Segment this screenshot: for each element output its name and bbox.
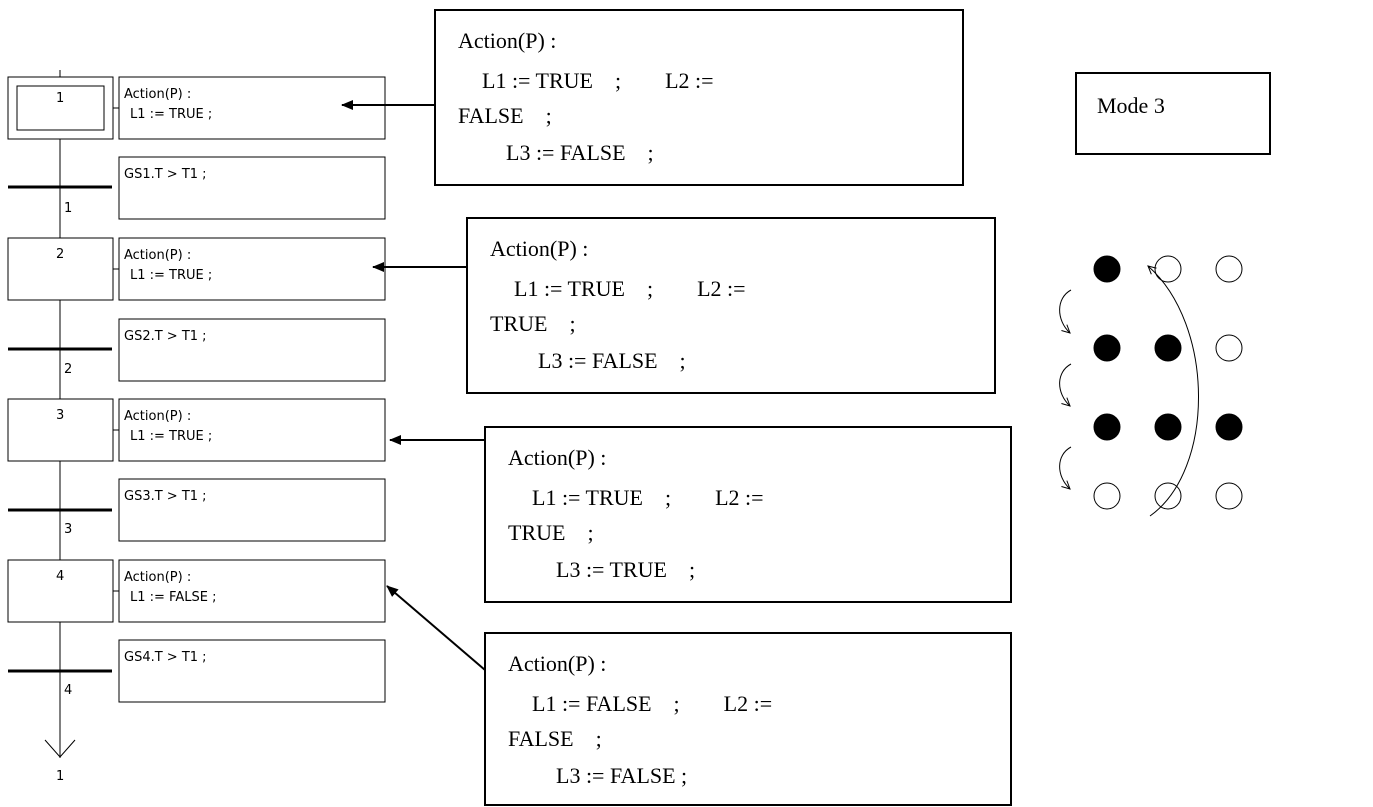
transition-2-condition-box <box>118 318 386 382</box>
transition-1-condition-box <box>118 156 386 220</box>
transition-3: 3 GS3.T > T1 ; <box>8 478 386 542</box>
callout-box <box>466 217 996 394</box>
curved-arrow-icon <box>1059 363 1072 406</box>
lamp-on-icon <box>1154 413 1182 441</box>
condition-text: GS1.T > T1 ; <box>124 167 207 182</box>
step-number: 2 <box>56 247 64 262</box>
step-4-frame <box>7 559 114 623</box>
callout-line: L3 := FALSE ; <box>506 140 654 165</box>
lamp-off-icon <box>1215 255 1243 283</box>
step-1: 1 Action(P) : L1 := TRUE ; <box>7 76 386 140</box>
lamp-off-icon <box>1154 482 1182 510</box>
mode-box: Mode 3 <box>1075 72 1271 155</box>
condition-text: GS2.T > T1 ; <box>124 329 207 344</box>
action-line: L1 := TRUE ; <box>130 107 212 122</box>
transition-number: 3 <box>64 522 72 537</box>
callout-line: TRUE ; <box>508 520 594 545</box>
action-line: Action(P) : <box>124 570 191 585</box>
transition-3-condition-box <box>118 478 386 542</box>
callout-box <box>484 426 1012 603</box>
loop-target-label: 1 <box>56 769 64 784</box>
callout-3: Action(P) : L1 := TRUE ; L2 := TRUE ; L3… <box>389 426 1012 603</box>
condition-text: GS4.T > T1 ; <box>124 650 207 665</box>
step-1-inner-frame <box>16 85 105 131</box>
lamp-grid <box>1093 255 1243 510</box>
callout-4: Action(P) : L1 := FALSE ; L2 := FALSE ; … <box>386 585 1012 806</box>
callout-line: Action(P) : <box>490 236 588 261</box>
callout-box <box>484 632 1012 806</box>
transition-number: 4 <box>64 683 72 698</box>
callout-box <box>434 9 964 186</box>
lamp-off-icon <box>1093 482 1121 510</box>
action-line: L1 := TRUE ; <box>130 268 212 283</box>
transition-number: 2 <box>64 362 72 377</box>
lamp-on-icon <box>1093 334 1121 362</box>
lamp-off-icon <box>1215 334 1243 362</box>
mode-frame <box>1075 72 1271 155</box>
callout-line: L3 := TRUE ; <box>556 557 695 582</box>
callout-arrow-icon <box>386 585 486 671</box>
callout-line: Action(P) : <box>508 651 606 676</box>
transition-4-condition-box <box>118 639 386 703</box>
lamp-off-icon <box>1154 255 1182 283</box>
step-number: 1 <box>56 91 64 106</box>
step-3-frame <box>7 398 114 462</box>
lamp-off-icon <box>1215 482 1243 510</box>
sequence-arrows <box>1059 266 1199 517</box>
lamp-on-icon <box>1093 413 1121 441</box>
action-line: Action(P) : <box>124 87 191 102</box>
step-number: 4 <box>56 569 64 584</box>
lamp-on-icon <box>1215 413 1243 441</box>
loop-arrow-icon <box>44 739 76 758</box>
action-line: L1 := FALSE ; <box>130 590 216 605</box>
step-number: 3 <box>56 408 64 423</box>
condition-text: GS3.T > T1 ; <box>124 489 207 504</box>
loop-back-arrow-icon <box>1148 266 1199 517</box>
callout-line: FALSE ; <box>458 103 552 128</box>
step-2-frame <box>7 237 114 301</box>
grafcet-chart: 1 1 Action(P) : L1 := TRUE ; 1 GS1.T > T… <box>7 70 386 784</box>
curved-arrow-icon <box>1059 446 1072 489</box>
action-line: Action(P) : <box>124 248 191 263</box>
callout-line: TRUE ; <box>490 311 576 336</box>
step-3-action-box <box>118 398 386 462</box>
callout-line: Action(P) : <box>508 445 606 470</box>
transition-4: 4 GS4.T > T1 ; <box>8 639 386 703</box>
transition-2: 2 GS2.T > T1 ; <box>8 318 386 382</box>
callout-line: L1 := FALSE ; L2 := <box>532 691 772 716</box>
mode-label: Mode 3 <box>1097 93 1165 118</box>
callout-line: L1 := TRUE ; L2 := <box>482 68 714 93</box>
step-1-action-box <box>118 76 386 140</box>
action-line: L1 := TRUE ; <box>130 429 212 444</box>
step-4: 4 Action(P) : L1 := FALSE ; <box>7 559 386 623</box>
callout-line: Action(P) : <box>458 28 556 53</box>
callout-line: FALSE ; <box>508 726 602 751</box>
lamp-on-icon <box>1154 334 1182 362</box>
callout-line: L1 := TRUE ; L2 := <box>532 485 764 510</box>
callout-line: L1 := TRUE ; L2 := <box>514 276 746 301</box>
step-3: 3 Action(P) : L1 := TRUE ; <box>7 398 386 462</box>
transition-1: 1 GS1.T > T1 ; <box>8 156 386 220</box>
step-2-action-box <box>118 237 386 301</box>
callout-1: Action(P) : L1 := TRUE ; L2 := FALSE ; L… <box>341 9 964 186</box>
callout-line: L3 := FALSE ; <box>556 763 687 788</box>
curved-arrow-icon <box>1059 289 1072 333</box>
transition-number: 1 <box>64 201 72 216</box>
lamp-on-icon <box>1093 255 1121 283</box>
step-4-action-box <box>118 559 386 623</box>
step-2: 2 Action(P) : L1 := TRUE ; <box>7 237 386 301</box>
callout-line: L3 := FALSE ; <box>538 348 686 373</box>
callout-2: Action(P) : L1 := TRUE ; L2 := TRUE ; L3… <box>372 217 996 394</box>
action-line: Action(P) : <box>124 409 191 424</box>
